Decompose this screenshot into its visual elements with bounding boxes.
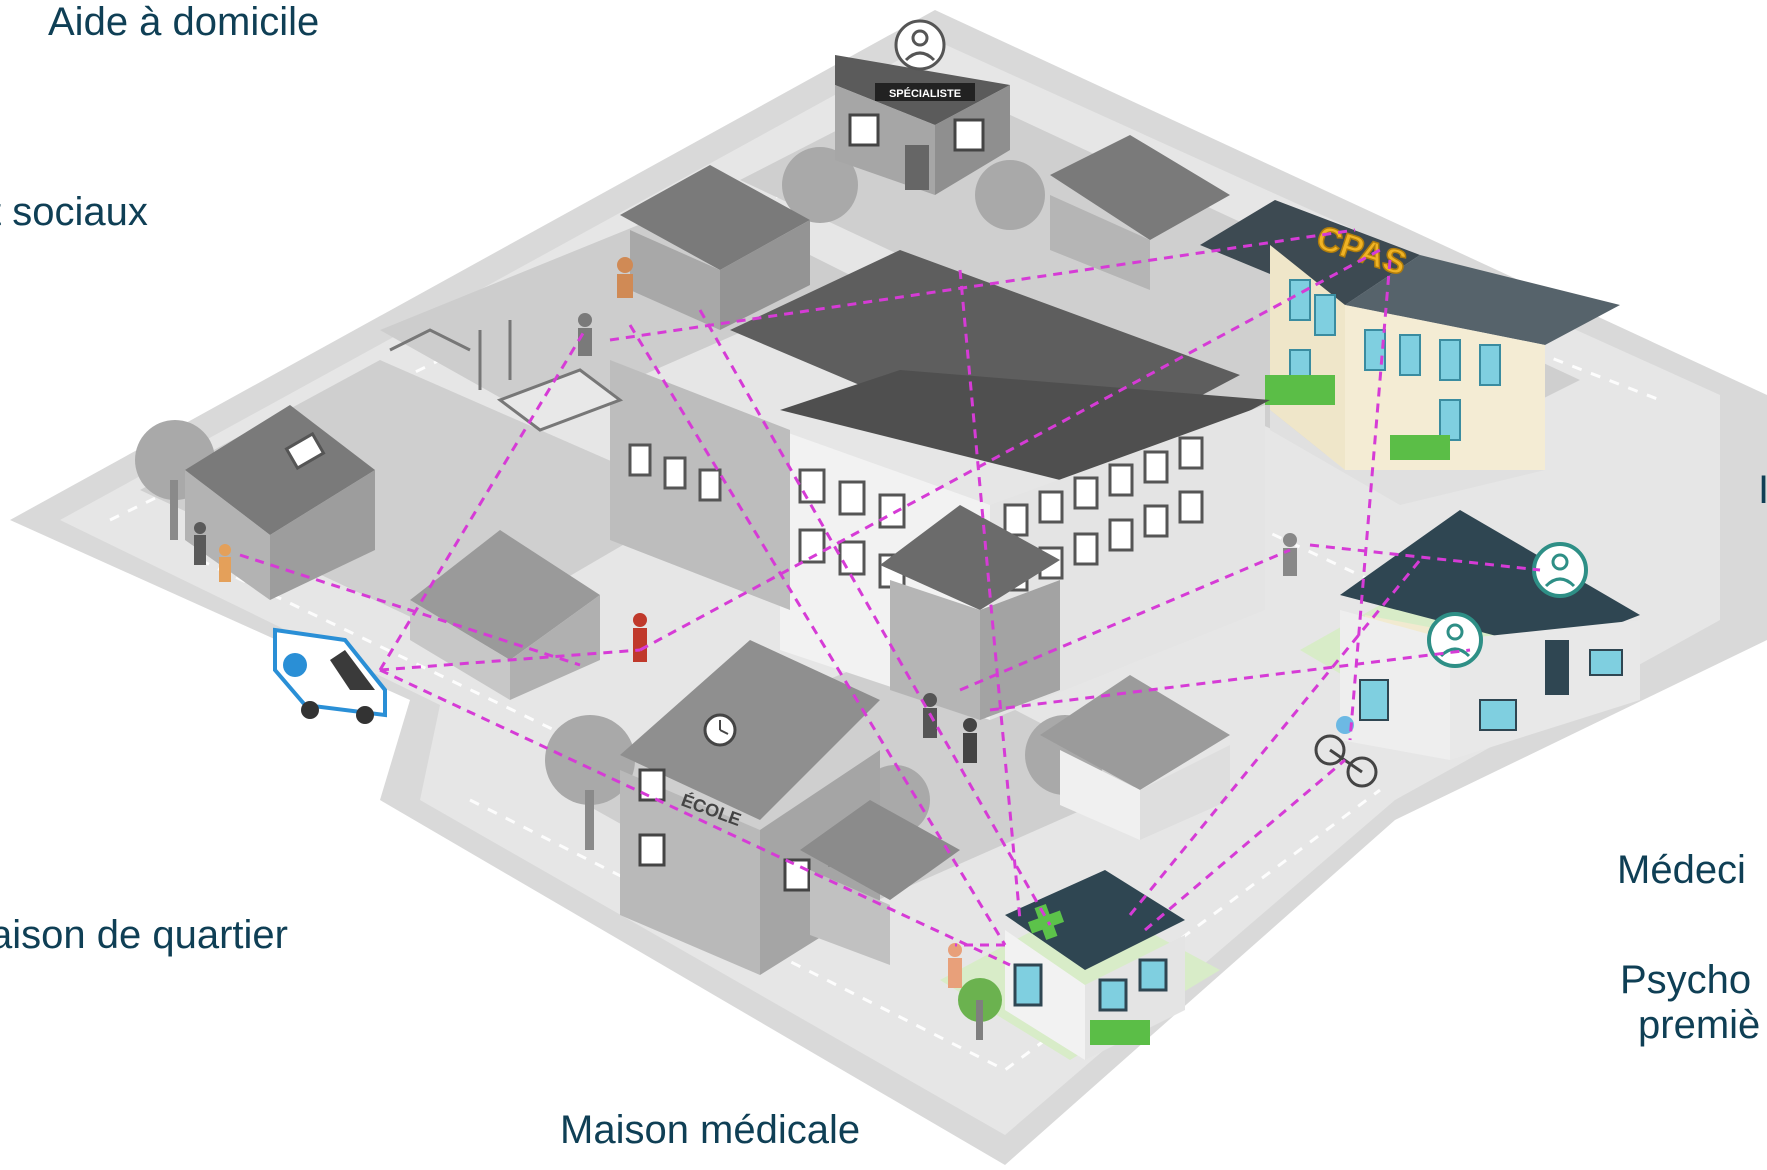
network-links xyxy=(239,228,1541,967)
small-house xyxy=(1040,675,1230,840)
left-houses xyxy=(185,135,1230,700)
people xyxy=(194,257,1297,988)
label-aide-a-domicile: Aide à domicile xyxy=(48,0,320,44)
doctor-icon xyxy=(1532,542,1588,598)
doctor-icon xyxy=(1427,612,1483,668)
label-i: I xyxy=(1758,468,1767,512)
school-building: ÉCOLE xyxy=(620,640,960,975)
pharmacy-building xyxy=(1005,870,1185,1060)
specialiste-sign: SPÉCIALISTE xyxy=(889,87,961,100)
label-medecin: Médeci xyxy=(1617,848,1746,892)
trees xyxy=(135,147,1105,1040)
label-maison-de-quartier: aison de quartier xyxy=(0,913,288,957)
pharmacy-cross-icon xyxy=(1027,903,1065,941)
medical-clinic xyxy=(1340,510,1640,760)
specialist-building: SPÉCIALISTE xyxy=(835,19,1010,195)
label-premiere-ligne: premiè xyxy=(1638,1003,1761,1047)
van-icon xyxy=(273,627,387,724)
label-maison-medicale: Maison médicale xyxy=(560,1108,861,1152)
doctor-icon xyxy=(894,19,946,71)
clock-icon xyxy=(703,713,737,747)
label-psychologue: Psycho xyxy=(1620,958,1752,1002)
label-sociaux: t sociaux xyxy=(0,190,148,234)
